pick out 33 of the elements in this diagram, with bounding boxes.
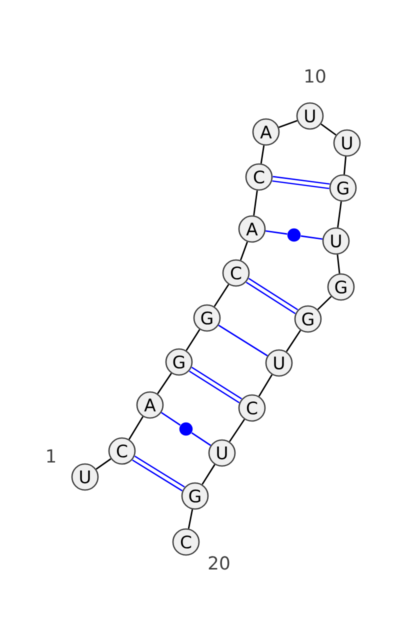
backbone-line xyxy=(202,464,216,485)
position-number: 10 xyxy=(306,69,326,83)
backbone-line xyxy=(317,296,332,310)
backbone-line xyxy=(96,458,112,470)
pair-dot xyxy=(287,228,301,242)
backbone-line xyxy=(186,329,200,351)
base-pair-line xyxy=(300,235,323,240)
backbone-line xyxy=(286,330,302,352)
base-pair-line xyxy=(272,176,330,190)
backbone-line xyxy=(258,374,273,397)
base-pair-line xyxy=(191,432,212,446)
position-number: 1 xyxy=(47,449,56,463)
base-pair-line xyxy=(132,456,185,492)
pair-dot xyxy=(179,422,193,436)
backbone-line xyxy=(320,123,336,136)
base-pair-line xyxy=(189,366,242,404)
backbone-line xyxy=(188,509,194,529)
backbone-line xyxy=(240,242,248,260)
backbone-line xyxy=(228,418,246,442)
backbone-line xyxy=(128,416,144,440)
backbone-line xyxy=(336,254,340,274)
backbone-line xyxy=(214,284,230,307)
base-pair-line xyxy=(246,278,298,314)
backbone-line xyxy=(157,372,172,394)
position-number: 20 xyxy=(208,556,230,570)
backbone-line xyxy=(253,190,258,216)
base-pair-line xyxy=(160,412,181,426)
base-pair-line xyxy=(218,324,268,356)
base-pair-line xyxy=(265,230,288,235)
backbone-line xyxy=(278,120,298,128)
backbone-line xyxy=(337,201,342,228)
backbone-line xyxy=(343,156,347,174)
backbone-line xyxy=(260,145,265,164)
